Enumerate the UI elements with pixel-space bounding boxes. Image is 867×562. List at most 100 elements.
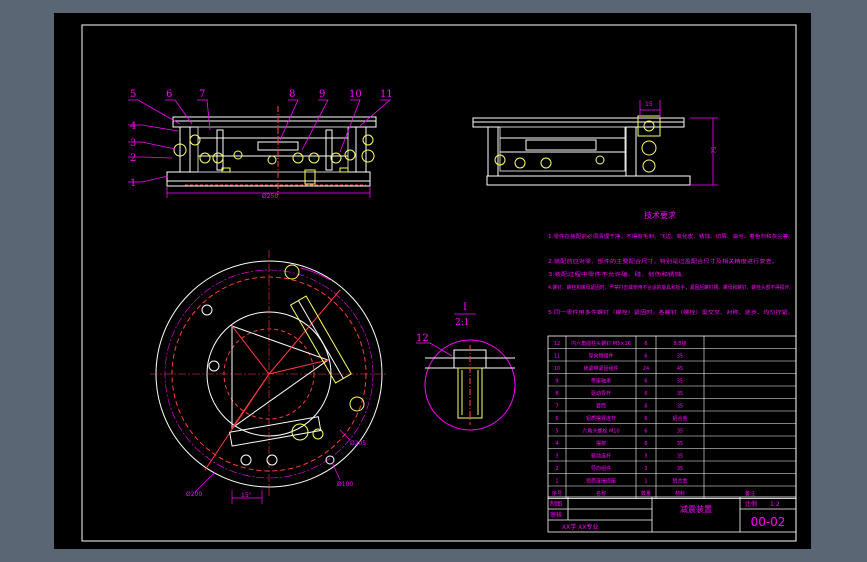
bom-cell: 内六角圆柱头螺钉 M5×16 (571, 340, 631, 347)
plan-arc-dim (300, 267, 331, 281)
front-width-dim-text: Ø250 (262, 193, 278, 200)
tb-design-label: 制图 (550, 500, 562, 508)
bom-cell: 9 (555, 378, 558, 384)
tb-scale-label: 比例 (745, 500, 757, 508)
bom-cell: 6 (644, 341, 647, 347)
bom-cell: 35 (677, 453, 683, 459)
bom-cell: 驱动连杆 (591, 452, 611, 459)
plan-dim-leaders (194, 429, 351, 504)
bom-header-cell: 数量 (641, 490, 651, 497)
tb-scale-value: 1:2 (770, 501, 780, 508)
balloon-5: 5 (130, 89, 136, 100)
side-bearings (494, 115, 661, 173)
note-5: 5.同一零件用多件螺钉（螺栓）紧固时，各螺钉（螺栓）需交叉、对称、逐步、均匀拧紧… (548, 309, 794, 316)
plan-angle-dim: 15° (241, 492, 252, 499)
tb-drawing-no: 00-02 (751, 515, 786, 529)
balloon-11: 11 (380, 89, 393, 100)
balloon-1: 1 (130, 178, 136, 189)
detail-view (424, 339, 516, 431)
side-height-dim-text: 75 (711, 146, 718, 154)
bom-header-cell: 序号 (552, 490, 562, 497)
bom-cell: 3 (555, 453, 558, 459)
bom-frame (547, 335, 797, 499)
bom-cell: 1 (644, 478, 647, 484)
bom-cell: 铝质摆臂连杆 (586, 415, 616, 422)
bom-cell: 铝合金 (672, 477, 687, 484)
balloon-3: 3 (130, 138, 136, 149)
balloon-leaders (128, 99, 392, 183)
balloon-9: 9 (319, 89, 325, 100)
bom-cell: 35 (677, 441, 683, 447)
bom-cell: 6 (644, 353, 647, 359)
front-width-dimension (166, 186, 371, 198)
note-2: 2.装配前应对零、部件的主要配合尺寸，特别是过盈配合尺寸及相关精度进行复查。 (548, 258, 778, 265)
balloon-4: 4 (130, 121, 136, 132)
note-4: 4.螺钉、螺栓和螺母紧固时，严禁打击或使用不合适的旋具和扳手，紧固后螺钉槽、螺母… (548, 284, 794, 291)
front-bearings (173, 134, 375, 185)
bom-cell: 铝合金 (672, 415, 687, 422)
bom-cell: 2 (555, 466, 558, 472)
bom-cell: 11 (554, 353, 560, 359)
bom-cell: 6 (644, 391, 647, 397)
bom-cell: 8.8级 (674, 340, 687, 347)
bom-cell: 带座轴承 (591, 377, 611, 384)
bom-cell: 6 (644, 428, 647, 434)
side-view (472, 117, 691, 186)
bom-cell: 35 (677, 353, 683, 359)
plan-view (150, 250, 388, 498)
bom-cell: 6 (644, 403, 647, 409)
bom-cell: 1 (555, 478, 558, 484)
notes-title: 技术要求 (644, 210, 676, 220)
drawing-sheet-background (54, 13, 811, 549)
balloon-7: 7 (199, 89, 205, 100)
bom-cell: 6 (644, 416, 647, 422)
bom-cell: 4 (555, 441, 558, 447)
bom-cell: 24 (643, 366, 649, 372)
plan-view-arms (229, 264, 365, 447)
plan-dia-100: Ø100 (337, 481, 353, 488)
bom-cell: 8 (555, 391, 558, 397)
bom-header-cell: 名称 (596, 490, 606, 497)
bom-cell: 35 (677, 428, 683, 434)
bom-cell: 35 (677, 391, 683, 397)
bom-cell: 3 (644, 466, 647, 472)
bom-cell: 6 (644, 441, 647, 447)
balloon-2: 2 (130, 153, 136, 164)
title-block (547, 496, 797, 533)
bom-cell: 六角头螺栓 M10 (582, 427, 619, 434)
note-1: 1.零件在装配前必须清理干净，不得有毛刺、飞边、氧化皮、锈蚀、切屑、油污、着色剂… (548, 233, 794, 240)
balloon-numbers: 1 2 3 4 5 6 7 8 9 10 11 12 (130, 89, 429, 344)
balloon-8: 8 (289, 89, 295, 100)
bom-cell: 锁紧带紧固组件 (583, 365, 618, 372)
bom-cell: 7 (555, 403, 558, 409)
plan-dia-200: Ø200 (186, 491, 202, 498)
bom-cell: 3 (644, 453, 647, 459)
notes-list: 1.零件在装配前必须清理干净，不得有毛刺、飞边、氧化皮、锈蚀、切屑、油污、着色剂… (548, 233, 794, 316)
bom-cell: 5 (555, 428, 558, 434)
bom-cell: 35 (677, 466, 683, 472)
bom-cell: 摆架 (596, 440, 606, 447)
detail-scale: 2:1 (455, 318, 469, 328)
bom-cell: 6 (555, 416, 558, 422)
bom-cell: 驱动导杆 (591, 390, 611, 397)
bom-cell: 导向销组件 (588, 352, 613, 359)
balloon-12-leader (416, 342, 453, 357)
bom-cell: 35 (677, 378, 683, 384)
bom-cell: 45 (677, 366, 683, 372)
bom-cell: 10 (554, 366, 560, 372)
balloon-10: 10 (349, 89, 362, 100)
balloon-12: 12 (416, 333, 429, 344)
note-3: 3.装配过程中零件不允许磕、碰、划伤和锈蚀。 (548, 271, 688, 278)
tb-school: XX学 XX专业 (562, 523, 598, 531)
bom-cell: 导向组件 (591, 465, 611, 472)
bom-cell: 12 (554, 341, 560, 347)
front-view (166, 106, 377, 195)
bom-header-cell: 备注 (745, 490, 755, 497)
tb-name: 减震装置 (680, 504, 712, 514)
tb-check-label: 审核 (550, 511, 562, 519)
detail-label: I (463, 302, 467, 313)
bom-cell: 6 (644, 378, 647, 384)
side-top-dim-text: 15 (645, 101, 653, 108)
